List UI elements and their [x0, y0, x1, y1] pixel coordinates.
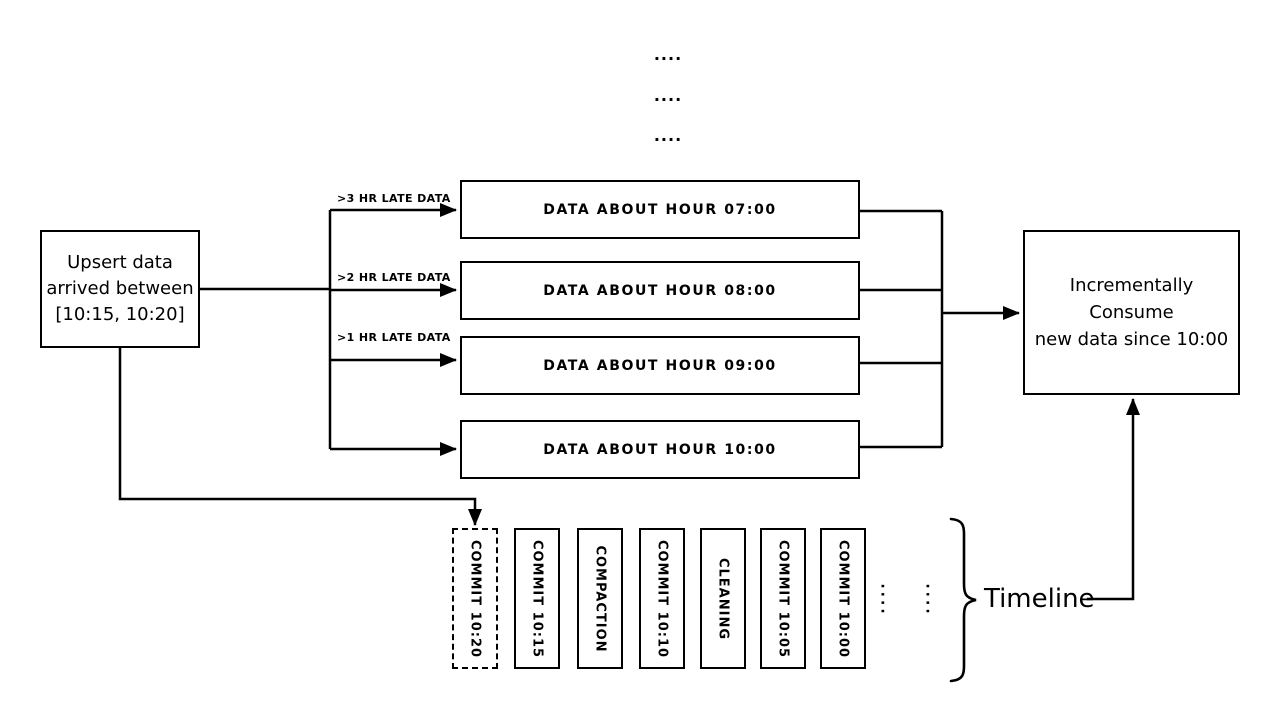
incremental-consume-box: Incrementally Consume new data since 10:…: [1023, 230, 1240, 395]
late-data-label-1hr: >1 HR LATE DATA: [337, 331, 451, 344]
arrow-timeline-to-consumer: [1087, 398, 1140, 601]
ellipsis-row: ....: [653, 126, 683, 145]
hour-data-box-1000: DATA ABOUT HOUR 10:00: [460, 420, 860, 479]
late-data-label-3hr: >3 HR LATE DATA: [337, 192, 451, 205]
timeline-label: Timeline: [984, 584, 1095, 614]
ellipsis-row: ....: [653, 86, 683, 105]
late-data-label-2hr: >2 HR LATE DATA: [337, 271, 451, 284]
ellipsis-row: ....: [653, 45, 683, 64]
commit-label: COMMIT 10:20: [467, 539, 483, 658]
consume-line: Incrementally Consume: [1069, 275, 1194, 323]
timeline-entry-cleaning: CLEANING: [700, 528, 746, 669]
timeline-brace: [949, 517, 977, 683]
timeline-entry-commit-1005: COMMIT 10:05: [760, 528, 806, 669]
upsert-line: [10:15, 10:20]: [55, 304, 185, 325]
hour-data-box-0700: DATA ABOUT HOUR 07:00: [460, 180, 860, 239]
fanout-connector: [200, 203, 457, 456]
consume-line: new data since 10:00: [1034, 329, 1229, 350]
commit-label: COMPACTION: [592, 544, 608, 653]
timeline-entry-commit-1000: COMMIT 10:00: [820, 528, 866, 669]
commit-label: COMMIT 10:15: [529, 539, 545, 658]
timeline-entry-compaction: COMPACTION: [577, 528, 623, 669]
timeline-entry-commit-1020: COMMIT 10:20: [452, 528, 498, 669]
commit-label: CLEANING: [715, 557, 731, 640]
timeline-ellipsis: ····: [874, 583, 890, 617]
hour-data-box-0900: DATA ABOUT HOUR 09:00: [460, 336, 860, 395]
hour-data-box-0800: DATA ABOUT HOUR 08:00: [460, 261, 860, 320]
merge-bus-connector: [860, 209, 1020, 449]
timeline-entry-commit-1010: COMMIT 10:10: [639, 528, 685, 669]
upsert-line: Upsert data: [67, 252, 173, 273]
commit-label: COMMIT 10:05: [775, 539, 791, 658]
upsert-line: arrived between: [46, 278, 194, 299]
commit-label: COMMIT 10:00: [835, 539, 851, 658]
commit-label: COMMIT 10:10: [654, 539, 670, 658]
timeline-ellipsis: ····: [919, 583, 935, 617]
timeline-entry-commit-1015: COMMIT 10:15: [514, 528, 560, 669]
arrow-to-commit: [118, 348, 482, 526]
upsert-data-box: Upsert data arrived between [10:15, 10:2…: [40, 230, 200, 348]
